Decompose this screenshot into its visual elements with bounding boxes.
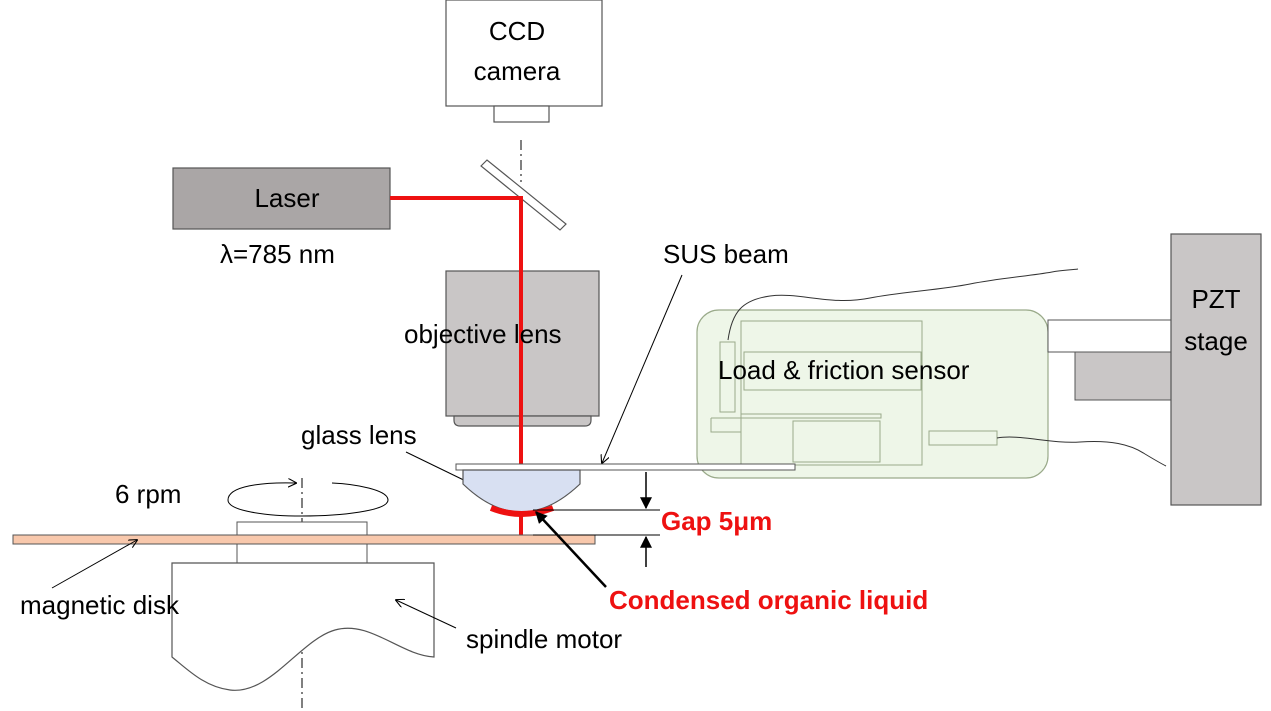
pzt-stage: PZT stage — [1170, 233, 1262, 506]
condensed-liquid-pointer — [535, 511, 607, 588]
sus-beam — [455, 463, 796, 471]
pzt-arm-upper — [1047, 319, 1172, 353]
glass-lens-label: glass lens — [301, 420, 417, 450]
rotation-ellipse-lower — [227, 482, 389, 517]
magnetic-disk — [12, 534, 596, 545]
ccd-camera: CCD camera — [445, 0, 603, 123]
sus-beam-label: SUS beam — [663, 239, 789, 269]
pzt-label-line1: PZT — [1191, 284, 1240, 314]
rpm-label: 6 rpm — [115, 479, 181, 509]
ccd-camera-mount — [493, 105, 550, 123]
pzt-label-line2: stage — [1184, 326, 1248, 356]
laser-label: Laser — [254, 183, 319, 213]
sensor-strain-gauge — [719, 341, 736, 413]
gap-label: Gap 5μm — [661, 506, 772, 536]
gap-indicator — [533, 472, 660, 567]
sensor-window — [743, 351, 922, 391]
ccd-label-line2: camera — [474, 56, 561, 86]
load-friction-sensor-label: Load & friction sensor — [718, 355, 970, 385]
magnetic-disk-label: magnetic disk — [20, 590, 180, 620]
laser-source: Laser — [172, 167, 391, 230]
wavelength-label: λ=785 nm — [220, 239, 335, 269]
sensor-chip — [792, 420, 881, 463]
spindle-hub-collar — [236, 543, 368, 564]
magnetic-disk-pointer — [51, 540, 137, 589]
sensor-connector — [928, 430, 998, 446]
laser-beam — [390, 196, 523, 537]
sensor-wire-right — [996, 436, 1167, 467]
spindle-hub-top — [236, 521, 368, 536]
load-friction-sensor: Load & friction sensor — [696, 309, 1049, 479]
spindle-motor — [171, 562, 435, 691]
pzt-arm-lower — [1074, 351, 1172, 401]
glass-lens — [462, 469, 581, 513]
sensor-frame-outline-lower — [710, 418, 742, 465]
ccd-label-line1: CCD — [489, 16, 545, 46]
half-mirror — [480, 159, 567, 231]
objective-lens-label: objective lens — [404, 319, 562, 349]
condensed-liquid-label: Condensed organic liquid — [609, 585, 928, 615]
spindle-motor-label: spindle motor — [466, 624, 622, 654]
sus-beam-pointer — [602, 274, 683, 463]
sensor-frame-outline — [711, 413, 882, 419]
spindle-motor-pointer — [396, 600, 457, 629]
rotation-ellipse-upper — [227, 483, 296, 501]
sensor-wire-top — [727, 268, 1079, 341]
